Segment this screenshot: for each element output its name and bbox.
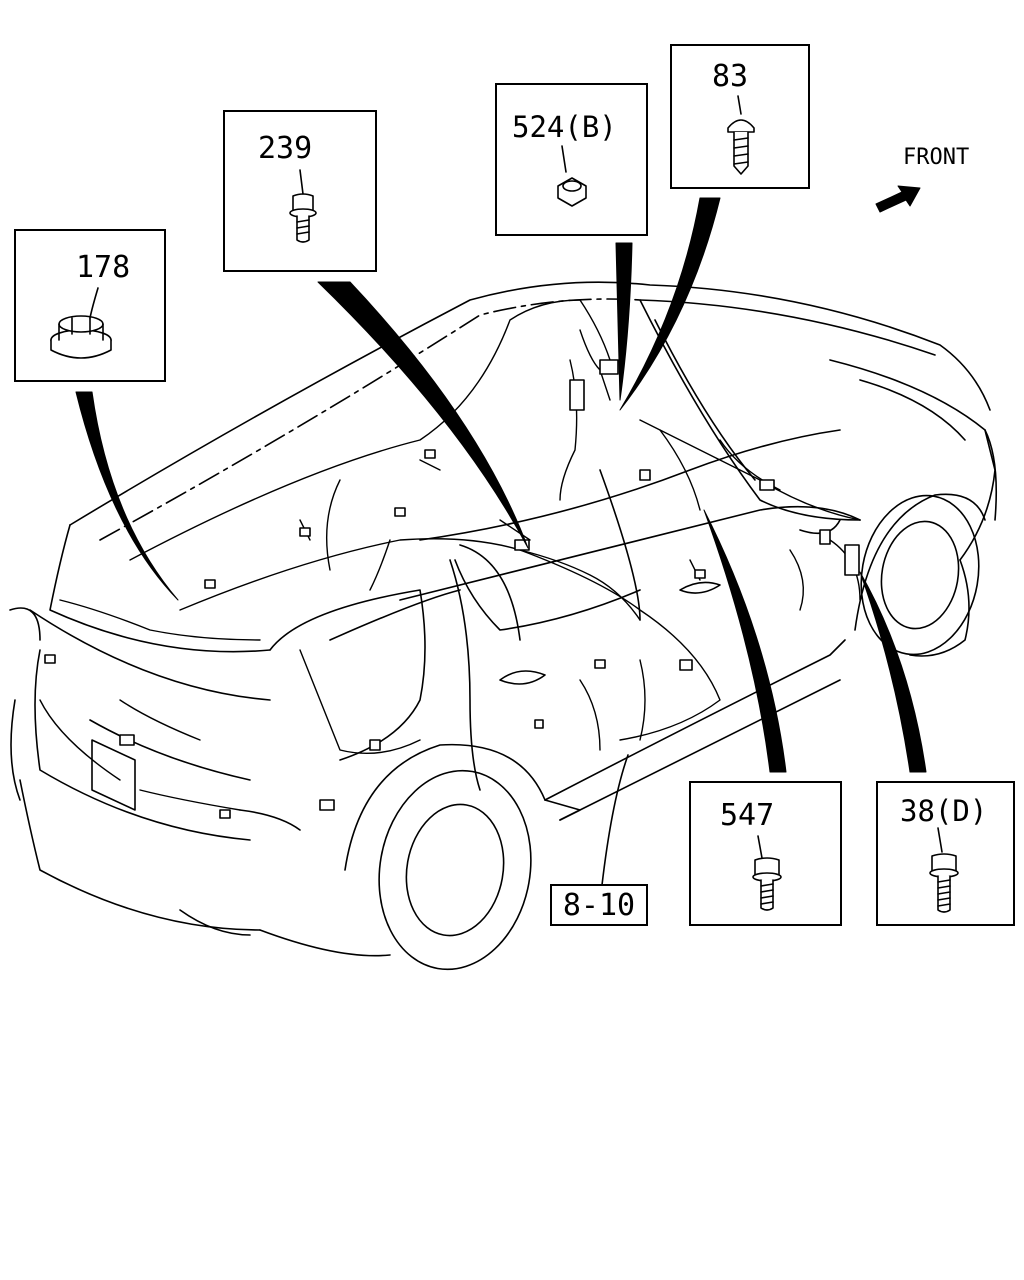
callout-box-83	[670, 44, 810, 189]
callout-box-239	[223, 110, 377, 272]
callout-box-178	[14, 229, 166, 382]
tapping-screw-icon	[727, 95, 755, 175]
reference-leader	[601, 754, 629, 886]
front-arrow-icon	[875, 185, 921, 213]
reference-box-8-10[interactable]: 8-10	[550, 884, 648, 926]
part-number-178: 178	[76, 250, 131, 285]
grommet-icon	[50, 287, 112, 359]
part-number-239: 239	[258, 131, 313, 166]
flange-bolt-icon-38d	[929, 827, 959, 913]
part-number-38d: 38(D)	[900, 794, 988, 828]
part-number-83: 83	[712, 59, 749, 94]
flange-bolt-icon-547	[752, 835, 782, 911]
flange-bolt-icon	[289, 169, 317, 243]
part-number-524b: 524(B)	[512, 110, 617, 144]
callout-box-524b	[495, 83, 648, 236]
part-number-547: 547	[720, 798, 775, 833]
harness-connectors	[44, 359, 860, 819]
door-handles	[499, 581, 721, 685]
hex-nut-icon	[557, 145, 587, 207]
callout-box-547	[689, 781, 842, 926]
front-direction-label: FRONT	[903, 145, 970, 170]
vehicle-outline	[9, 281, 997, 971]
leader-lines	[75, 197, 927, 773]
callout-box-38d	[876, 781, 1015, 926]
